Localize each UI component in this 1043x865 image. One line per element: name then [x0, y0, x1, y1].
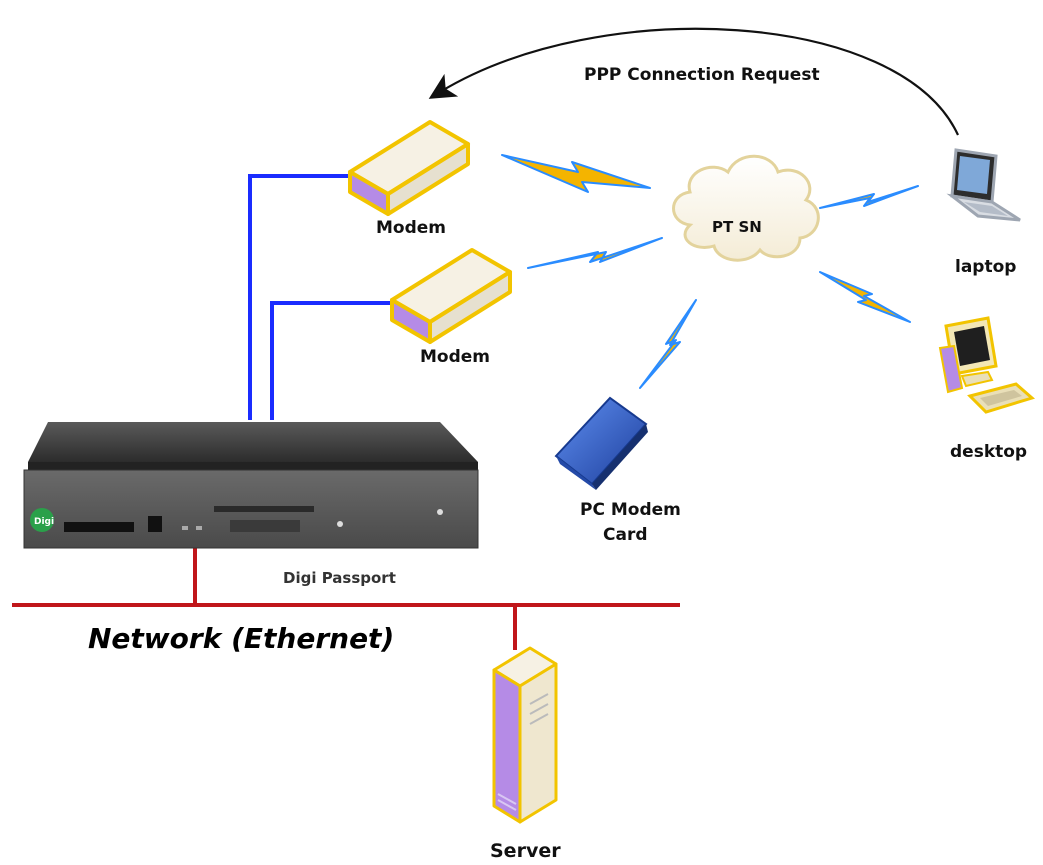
server-label: Server: [490, 840, 561, 862]
pc-card-icon: [554, 396, 648, 490]
laptop-label: laptop: [955, 257, 1016, 277]
serial-cables: [248, 174, 397, 420]
pstn-label: PT SN: [712, 218, 762, 236]
pc-card-label-line2: Card: [603, 525, 648, 545]
laptop-icon: [946, 148, 1021, 222]
modem-1-label: Modem: [376, 218, 446, 238]
modem-2-label: Modem: [420, 347, 490, 367]
server-icon: [492, 646, 558, 824]
passport-device-icon: Digi: [23, 422, 479, 549]
pc-card-label-line1: PC Modem: [580, 500, 681, 520]
device-logo: Digi: [34, 517, 54, 527]
modem-icon: [390, 248, 512, 344]
network-label: Network (Ethernet): [88, 622, 394, 655]
lightning-icon: [501, 154, 919, 389]
modem-icon: [348, 120, 470, 216]
desktop-label: desktop: [950, 442, 1027, 462]
cloud-icon: [672, 154, 820, 262]
digi-passport-label: Digi Passport: [283, 569, 396, 587]
ppp-request-label: PPP Connection Request: [584, 65, 820, 85]
ppp-arrow-icon: [428, 27, 959, 136]
ethernet-lines: [12, 548, 680, 650]
desktop-icon: [938, 316, 1036, 414]
